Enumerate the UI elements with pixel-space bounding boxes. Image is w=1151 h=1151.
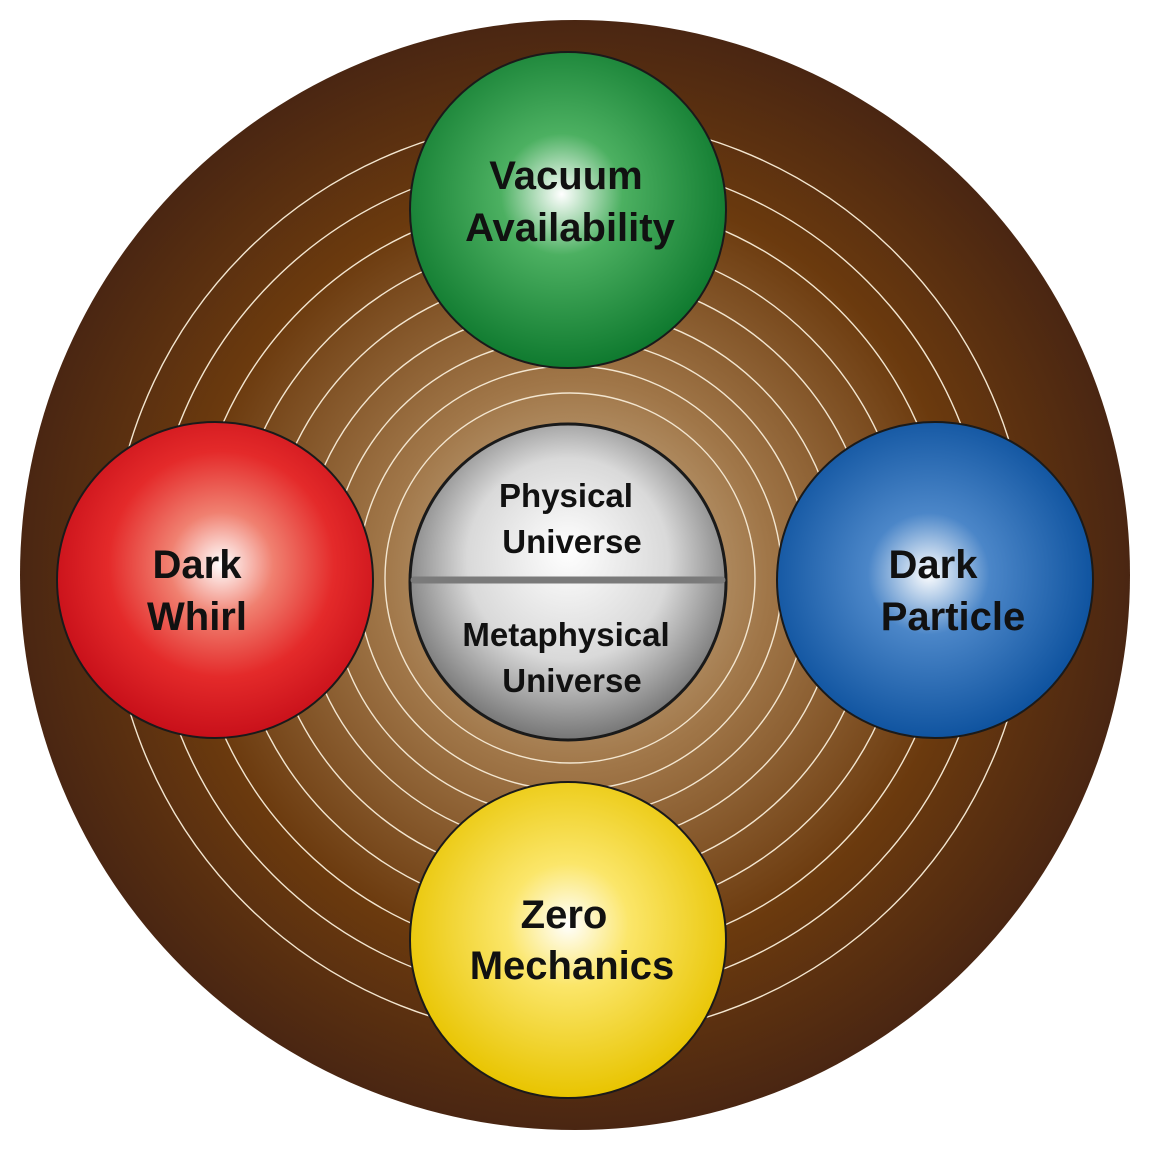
node-right-line2: Particle [881, 595, 1026, 639]
center-sphere: Physical Universe Metaphysical Universe [408, 422, 728, 742]
ring-1 [384, 392, 756, 764]
node-vacuum-availability: Vacuum Availability [409, 51, 727, 369]
node-dark-particle: Dark Particle [776, 421, 1094, 739]
node-top-line2: Availability [465, 206, 675, 250]
node-left-line1: Dark [153, 543, 243, 587]
center-top-line1: Physical [499, 477, 633, 514]
node-zero-mechanics: Zero Mechanics [409, 781, 727, 1099]
node-dark-whirl: Dark Whirl [56, 421, 374, 739]
center-bottom-line2: Universe [502, 662, 641, 699]
center-bottom-line1: Metaphysical [462, 616, 669, 653]
center-top-line2: Universe [502, 523, 641, 560]
node-right-line1: Dark [889, 543, 979, 587]
node-top-line1: Vacuum [489, 154, 642, 198]
node-bottom-line1: Zero [521, 893, 608, 937]
node-left-line2: Whirl [147, 595, 247, 639]
node-bottom-line2: Mechanics [470, 944, 675, 988]
